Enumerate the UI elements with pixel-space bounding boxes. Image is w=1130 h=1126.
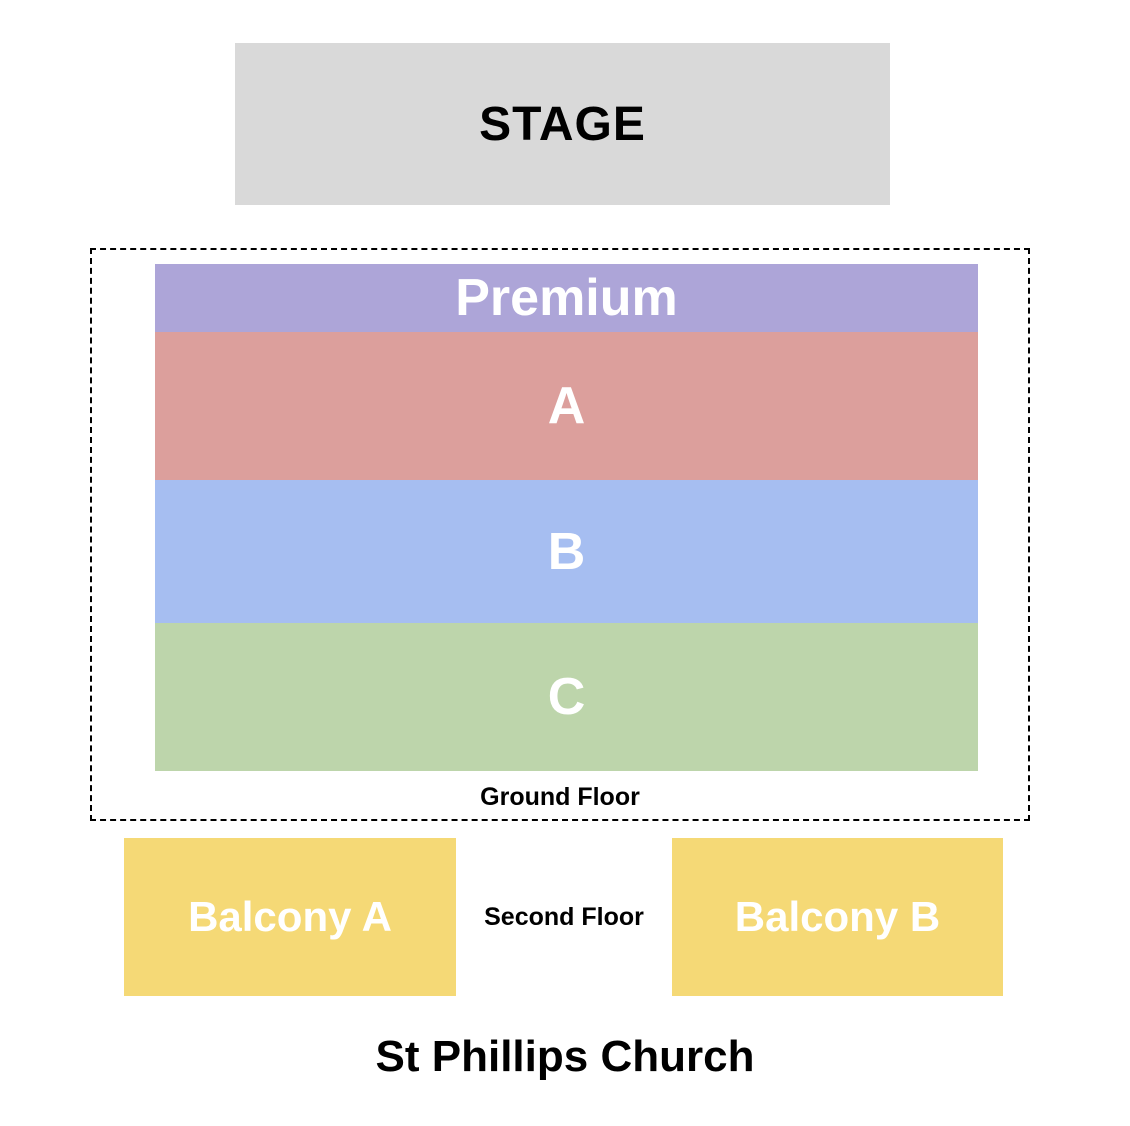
ground-floor-caption: Ground Floor xyxy=(480,783,640,811)
ground-floor-container: Premium A B C Ground Floor xyxy=(90,248,1030,821)
seat-section-a[interactable]: A xyxy=(155,332,978,480)
seat-section-c-label: C xyxy=(547,668,586,726)
stage-block[interactable]: STAGE xyxy=(235,43,890,205)
second-floor-caption: Second Floor xyxy=(484,902,644,931)
seat-section-c[interactable]: C xyxy=(155,623,978,771)
seat-section-balcony-a[interactable]: Balcony A xyxy=(124,838,456,996)
seat-section-b[interactable]: B xyxy=(155,480,978,623)
seat-section-a-label: A xyxy=(547,377,586,435)
seat-section-balcony-a-label: Balcony A xyxy=(188,893,392,940)
seat-section-balcony-b-label: Balcony B xyxy=(734,893,941,940)
stage-label: STAGE xyxy=(479,97,646,151)
seat-section-b-label: B xyxy=(547,522,586,581)
ground-floor-section-stack: Premium A B C xyxy=(155,264,978,771)
seat-section-premium-label: Premium xyxy=(455,269,678,327)
seat-section-balcony-b[interactable]: Balcony B xyxy=(672,838,1003,996)
seat-section-premium[interactable]: Premium xyxy=(155,264,978,332)
venue-title: St Phillips Church xyxy=(375,1032,755,1081)
